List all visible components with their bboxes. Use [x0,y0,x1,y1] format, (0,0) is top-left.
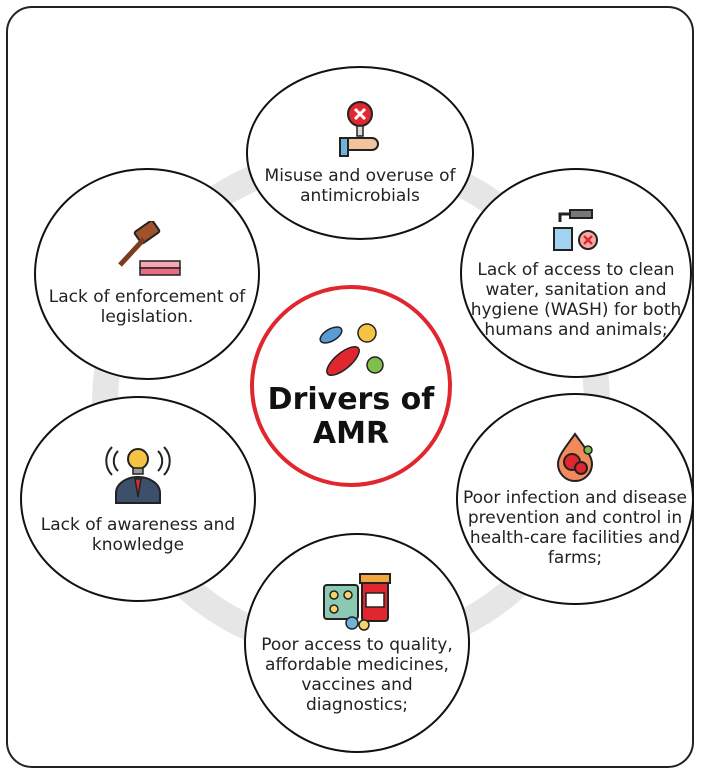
driver-legislation: Lack of enforcement of legislation. [34,168,260,380]
driver-access-medicines: Poor access to quality, affordable medic… [244,533,470,753]
driver-awareness: Lack of awareness and knowledge [20,396,256,602]
driver-wash: Lack of access to clean water, sanitatio… [460,168,692,378]
driver-label: Lack of awareness and knowledge [40,514,236,555]
driver-label: Misuse and overuse of antimicrobials [264,165,456,206]
driver-infection-control: Poor infection and disease prevention an… [456,393,694,605]
center-title: Drivers of AMR [268,383,435,450]
person-idea-icon [105,446,171,504]
microbes-icon [319,323,384,377]
center-title-line2: AMR [312,416,390,451]
center-hub: Drivers of AMR [250,285,452,487]
driver-label: Poor access to quality, affordable medic… [261,634,453,716]
gavel-law-icon [118,220,181,276]
driver-misuse: Misuse and overuse of antimicrobials [246,66,474,240]
driver-label: Lack of enforcement of legislation. [48,286,246,327]
stop-sign-hand-icon [339,100,379,157]
driver-label: Poor infection and disease prevention an… [462,487,688,569]
faucet-water-icon [553,208,598,251]
infection-blood-icon [556,432,594,482]
medicine-pills-icon [323,572,391,631]
center-title-line1: Drivers of [267,382,435,418]
driver-label: Lack of access to clean water, sanitatio… [470,259,682,341]
